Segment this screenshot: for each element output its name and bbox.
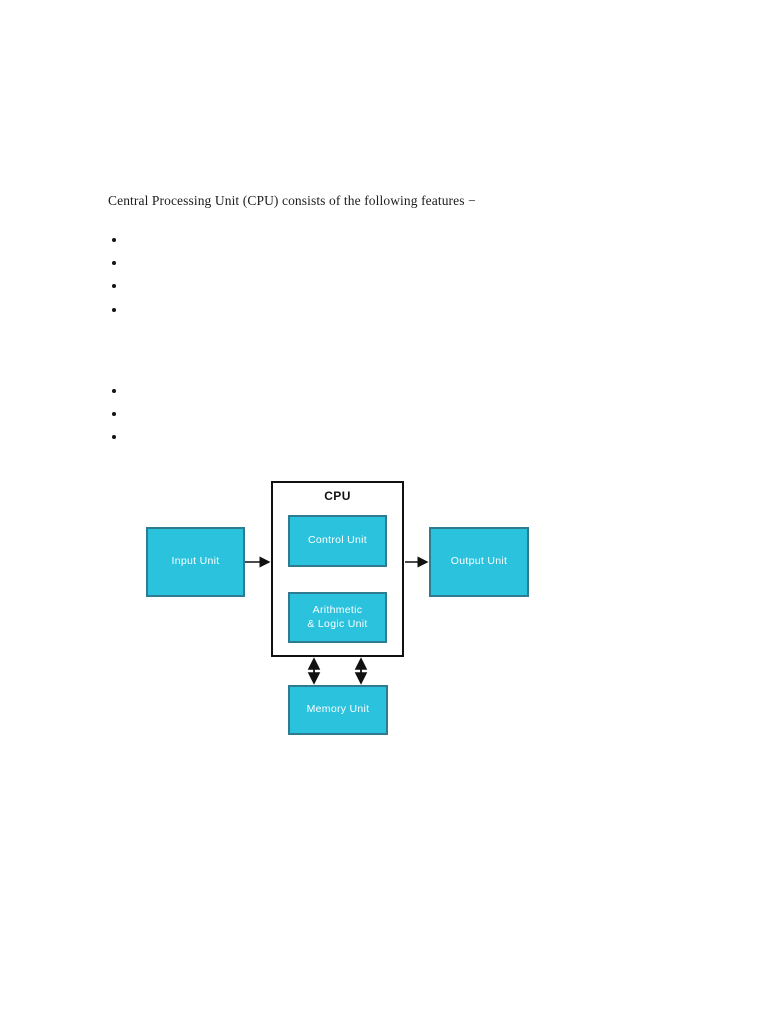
intro-paragraph: Central Processing Unit (CPU) consists o… [108, 193, 476, 208]
block-memory-unit-label: Memory Unit [306, 703, 370, 716]
list-item [108, 298, 126, 321]
list-item [108, 425, 126, 448]
block-control-unit-label: Control Unit [307, 534, 368, 547]
block-control-unit: Control Unit [288, 515, 387, 567]
list-item [108, 274, 126, 297]
block-alu-label-line1: Arithmetic [312, 604, 363, 617]
block-output-unit: Output Unit [429, 527, 529, 597]
cpu-label: CPU [324, 489, 351, 503]
block-arithmetic-logic-unit: Arithmetic & Logic Unit [288, 592, 387, 643]
list-item [108, 228, 126, 251]
list-item [108, 402, 126, 425]
list-item [108, 379, 126, 402]
block-alu-label-line2: & Logic Unit [307, 617, 368, 630]
block-alu-label: Arithmetic & Logic Unit [307, 604, 367, 630]
features-list-group-1 [108, 228, 126, 321]
block-output-unit-label: Output Unit [450, 555, 508, 568]
block-memory-unit: Memory Unit [288, 685, 388, 735]
block-input-unit: Input Unit [146, 527, 245, 597]
list-item [108, 251, 126, 274]
block-input-unit-label: Input Unit [171, 555, 220, 568]
features-list-group-2 [108, 379, 126, 449]
